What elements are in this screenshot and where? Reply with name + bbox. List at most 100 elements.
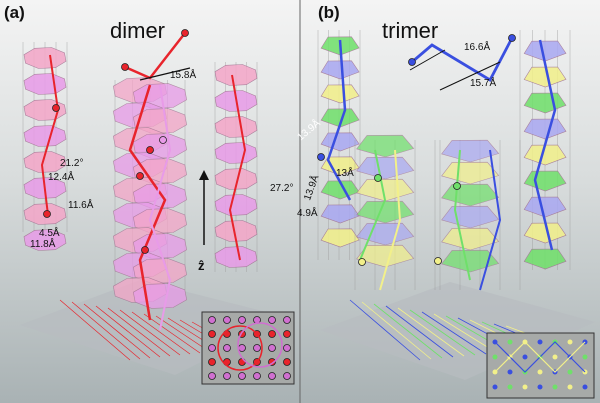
dimer-pitch: 11.6Å xyxy=(68,198,94,211)
lattice-atom xyxy=(507,384,513,390)
dimer-inner-width: 4.5Å xyxy=(39,226,60,239)
pentagon-layer xyxy=(523,118,567,140)
hexagon-layer xyxy=(214,194,258,216)
trimer-top-distance-1: 16.6Å xyxy=(464,40,490,53)
lattice-atom xyxy=(208,330,216,338)
lattice-atom xyxy=(582,354,588,360)
lattice-atom xyxy=(223,344,231,352)
pentagon-layer xyxy=(320,180,360,200)
hexagon-layer xyxy=(23,47,67,69)
z-axis-label: ẑ xyxy=(198,258,205,273)
lattice-line xyxy=(155,315,211,353)
atom xyxy=(317,153,325,161)
lattice-line xyxy=(71,301,141,360)
lattice-atom xyxy=(238,372,246,380)
lattice-line xyxy=(373,303,443,359)
helix-strand xyxy=(533,39,557,251)
lattice-atom xyxy=(537,339,543,345)
pentagon-layer xyxy=(356,244,415,268)
lattice-atom xyxy=(268,372,276,380)
panel-a-label: (a) xyxy=(4,3,25,22)
hexagon-layer xyxy=(214,64,258,86)
lattice-line xyxy=(397,307,465,357)
lattice-line xyxy=(385,305,454,358)
lattice-atom xyxy=(223,372,231,380)
lattice-line xyxy=(421,311,487,355)
pentagon-layer xyxy=(320,108,360,128)
inset-helix xyxy=(494,341,586,373)
helix-strand xyxy=(359,149,387,261)
floor-plane-b xyxy=(320,282,595,380)
pentagon-layer xyxy=(441,161,500,185)
lattice-atom xyxy=(567,339,573,345)
trimer-angle: 27.2° xyxy=(270,183,293,194)
pentagon-layer xyxy=(356,134,415,158)
lattice-atom xyxy=(492,354,498,360)
atom xyxy=(358,258,366,266)
lattice-line xyxy=(409,309,476,356)
lattice-atom xyxy=(567,384,573,390)
lattice-line xyxy=(143,313,201,354)
dimer-angle: 21.2° xyxy=(60,158,83,169)
pentagon-layer xyxy=(320,84,360,104)
lattice-atom xyxy=(283,372,291,380)
lattice-atom xyxy=(238,344,246,352)
hexagon-layer xyxy=(23,73,67,95)
lattice-atom xyxy=(208,358,216,366)
lattice-atom xyxy=(283,358,291,366)
hexagon-layer xyxy=(132,108,188,134)
hexagon-layer xyxy=(132,183,188,209)
atom xyxy=(408,58,416,66)
lattice-atom xyxy=(268,316,276,324)
lattice-line xyxy=(59,299,131,361)
atom xyxy=(453,182,461,190)
bond-line xyxy=(411,37,514,82)
hexagon-layer xyxy=(23,125,67,147)
lattice-atom xyxy=(522,384,528,390)
helix-strand xyxy=(148,84,172,331)
pentagon-layer xyxy=(441,249,500,273)
atom xyxy=(52,104,60,112)
atom xyxy=(159,136,167,144)
pentagon-layer xyxy=(441,183,500,207)
atom xyxy=(434,257,442,265)
lattice-atom xyxy=(268,344,276,352)
inset-helix xyxy=(237,322,283,368)
lattice-atom xyxy=(208,372,216,380)
atom xyxy=(146,146,154,154)
hexagon-layer xyxy=(214,116,258,138)
lattice-atom xyxy=(552,354,558,360)
lattice-line xyxy=(361,301,432,360)
hexagon-layer xyxy=(132,208,188,234)
trimer-width: 4.9Å xyxy=(297,206,318,219)
lattice-line xyxy=(83,303,151,359)
measure-arrow xyxy=(139,67,191,81)
atom xyxy=(121,63,129,71)
helix-strand xyxy=(453,149,471,281)
trimer-pitch: 13Å xyxy=(336,166,354,179)
lattice-atom xyxy=(223,316,231,324)
arrow-head-icon xyxy=(199,170,209,180)
pentagon-layer xyxy=(523,170,567,192)
helix-strand xyxy=(128,84,167,321)
hexagon-layer xyxy=(23,99,67,121)
lattice-atom xyxy=(567,369,573,375)
pentagon-layer xyxy=(523,248,567,270)
lattice-atom xyxy=(238,316,246,324)
dimer-outer-width: 11.8Å xyxy=(30,237,56,250)
pentagon-layer xyxy=(320,228,360,248)
lattice-atom xyxy=(522,354,528,360)
lattice-atom xyxy=(552,384,558,390)
panel-b-label: (b) xyxy=(318,3,340,22)
pentagon-layer xyxy=(320,204,360,224)
panel-a-title: dimer xyxy=(110,18,165,43)
dimer-top-distance: 15.8Å xyxy=(170,68,196,81)
lattice-atom xyxy=(283,344,291,352)
pentagon-layer xyxy=(523,92,567,114)
hexagon-layer xyxy=(214,220,258,242)
hexagon-layer xyxy=(214,142,258,164)
panel-b-title: trimer xyxy=(382,18,438,43)
lattice-atom xyxy=(537,369,543,375)
lattice-atom xyxy=(283,316,291,324)
